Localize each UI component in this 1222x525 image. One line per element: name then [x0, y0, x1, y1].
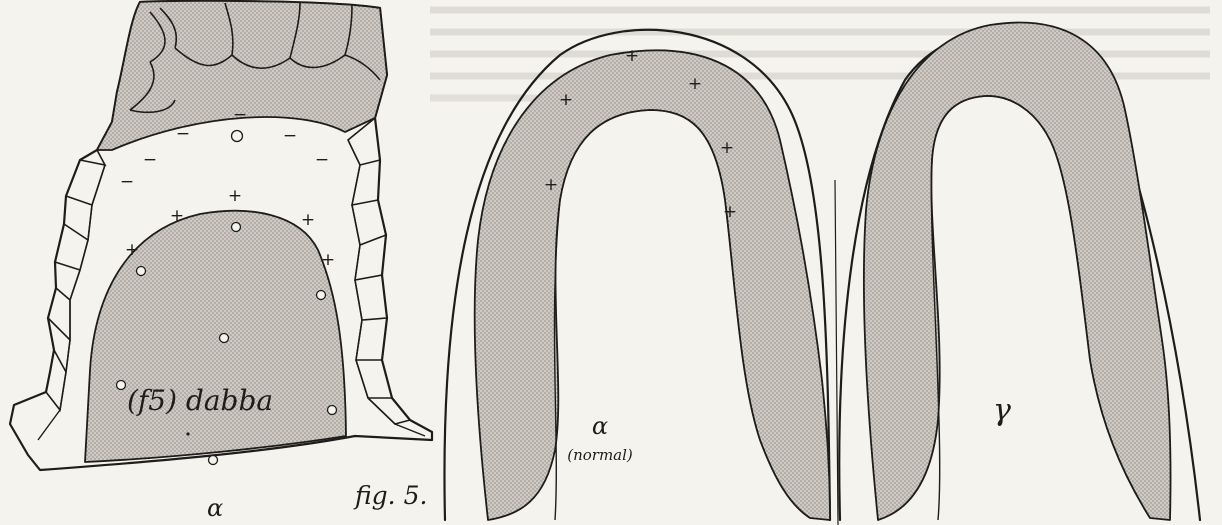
svg-text:+: +	[321, 250, 335, 270]
specimen-label: (f5) dabba	[127, 384, 273, 417]
svg-text:+: +	[228, 186, 242, 206]
svg-text:−: −	[233, 105, 247, 125]
right-stippled-band	[864, 23, 1171, 520]
svg-text:−: −	[120, 172, 134, 192]
svg-text:−: −	[283, 126, 297, 146]
svg-text:+: +	[301, 210, 315, 230]
left-panel-diagram: − − − − − − + + + + + (f5) dabba α fig. …	[10, 1, 432, 522]
right-panel-diagram: γ	[839, 23, 1200, 520]
svg-text:+: +	[125, 240, 139, 260]
dome-dot	[186, 432, 189, 435]
svg-text:−: −	[143, 150, 157, 170]
panel-divider	[835, 180, 838, 525]
svg-text:−: −	[176, 124, 190, 144]
middle-stippled-band	[475, 50, 830, 520]
left-panel-letter: α	[207, 494, 223, 522]
svg-text:+: +	[559, 90, 573, 110]
middle-panel-letter: α	[592, 412, 608, 440]
svg-text:+: +	[625, 46, 639, 66]
middle-panel-caption: (normal)	[567, 446, 633, 464]
svg-text:+: +	[170, 206, 184, 226]
svg-text:+: +	[720, 138, 734, 158]
svg-text:−: −	[315, 150, 329, 170]
middle-panel-diagram: + + + + + + α (normal)	[444, 30, 830, 520]
svg-text:+: +	[544, 175, 558, 195]
right-panel-letter: γ	[993, 393, 1011, 428]
svg-text:+: +	[723, 202, 737, 222]
svg-text:+: +	[688, 74, 702, 94]
figure-number: fig. 5.	[353, 481, 427, 510]
left-top-crescent	[97, 1, 387, 150]
right-inner-wall	[348, 140, 425, 436]
